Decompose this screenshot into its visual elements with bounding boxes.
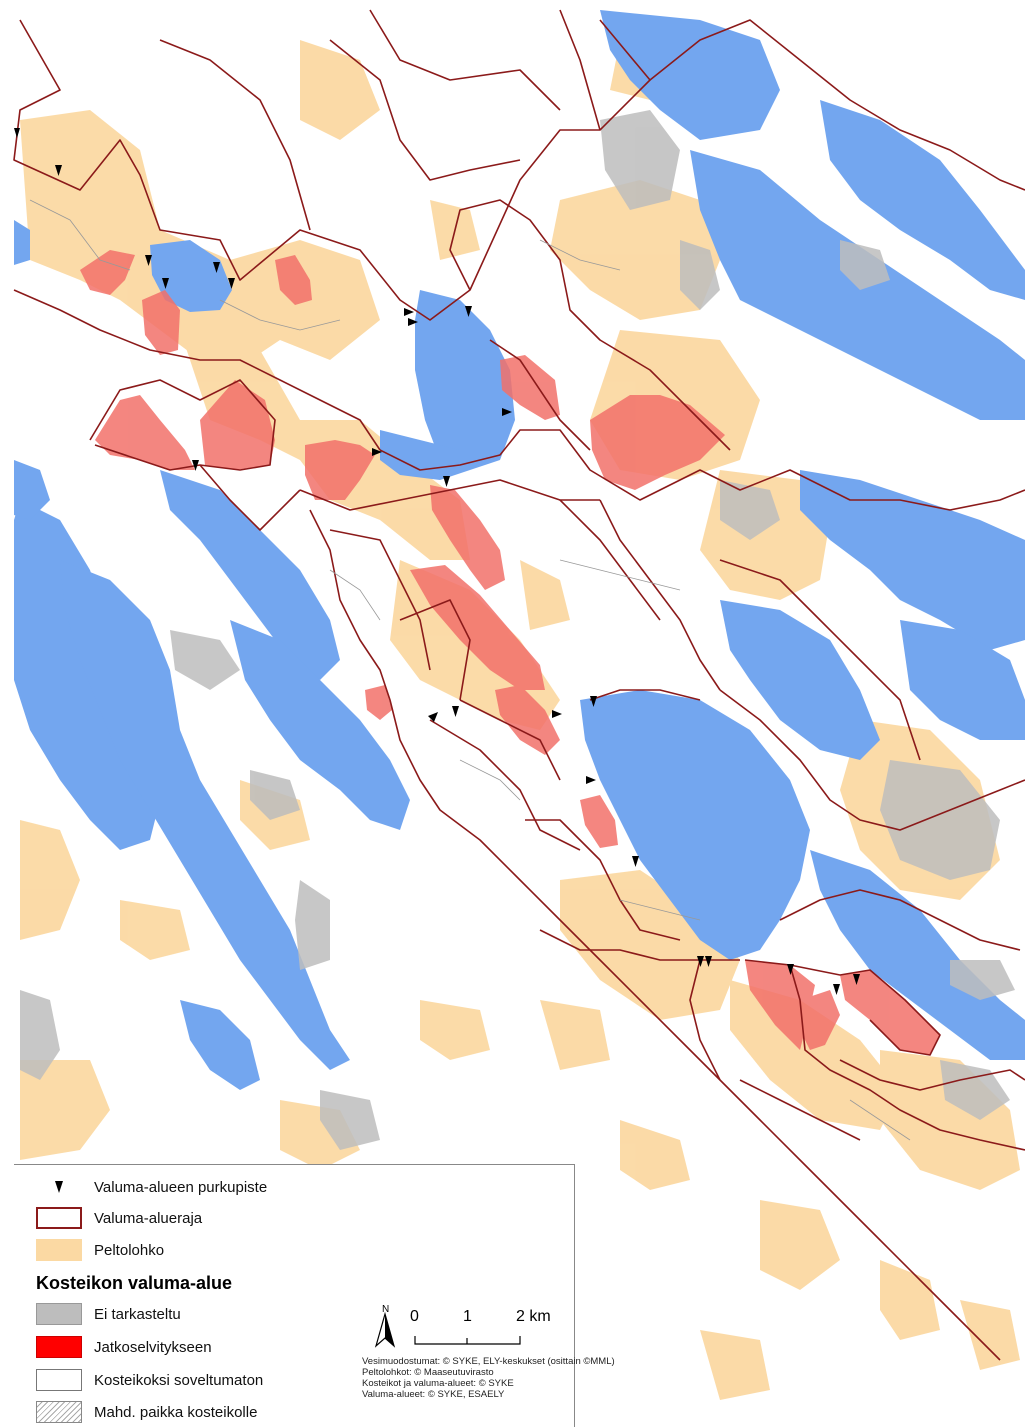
- outlet-point[interactable]: [372, 448, 382, 456]
- outlet-point[interactable]: [162, 278, 169, 289]
- field-swatch: [36, 1239, 82, 1261]
- outlet-point[interactable]: [586, 776, 596, 784]
- credit-line: Vesimuodostumat: © SYKE, ELY-keskukset (…: [362, 1356, 615, 1367]
- subcatchment-lines: [29, 199, 911, 1141]
- outlet-point[interactable]: [443, 476, 450, 487]
- outlet-point[interactable]: [465, 306, 472, 317]
- outlet-point[interactable]: [404, 308, 414, 316]
- wetland-red-layer: [80, 250, 940, 1055]
- outlet-point[interactable]: [502, 408, 512, 416]
- outlet-point[interactable]: [192, 460, 199, 471]
- legend-outlet-label: Valuma-alueen purkupiste: [94, 1178, 268, 1196]
- unsuitable-swatch: [36, 1369, 82, 1391]
- legend-row-boundary: Valuma-alueraja: [36, 1206, 202, 1230]
- possible-site-swatch: [36, 1401, 82, 1423]
- legend-unsuitable-label: Kosteikoksi soveltumaton: [94, 1371, 264, 1389]
- outlet-point[interactable]: [705, 956, 712, 967]
- outlet-point[interactable]: [228, 278, 235, 289]
- credit-line: Peltolohkot: © Maaseutuvirasto: [362, 1367, 494, 1378]
- map-credits: Vesimuodostumat: © SYKE, ELY-keskukset (…: [362, 1356, 615, 1400]
- outlet-point[interactable]: [590, 696, 597, 707]
- further-study-swatch: [36, 1336, 82, 1358]
- outlet-point[interactable]: [552, 710, 562, 718]
- legend-field-label: Peltolohko: [94, 1241, 165, 1259]
- scale-tick-0: 0: [410, 1308, 419, 1325]
- outlet-points: [14, 128, 860, 995]
- north-arrow-fill: [385, 1314, 394, 1346]
- not-examined-layer: [20, 110, 1015, 1150]
- boundary-swatch: [36, 1207, 82, 1229]
- outlet-point[interactable]: [145, 255, 152, 266]
- legend-row-possible-site: Mahd. paikka kosteikolle: [36, 1400, 257, 1424]
- outlet-point[interactable]: [452, 706, 459, 717]
- scale-line: [414, 1336, 521, 1345]
- scale-bar-graphic: N: [374, 1304, 521, 1348]
- outlet-point[interactable]: [428, 712, 438, 722]
- not-examined-swatch: [36, 1303, 82, 1325]
- scale-tick-1: 1: [463, 1308, 472, 1325]
- scale-bar: N 0 1 2 km: [360, 1300, 590, 1360]
- legend-heading: Kosteikon valuma-alue: [36, 1273, 233, 1293]
- legend-row-field: Peltolohko: [36, 1238, 164, 1262]
- legend-row-outlet: Valuma-alueen purkupiste: [36, 1175, 267, 1199]
- legend-row-further-study: Jatkoselvitykseen: [36, 1335, 212, 1359]
- outlet-point[interactable]: [697, 956, 704, 967]
- legend-boundary-label: Valuma-alueraja: [94, 1209, 203, 1227]
- outlet-point[interactable]: [213, 262, 220, 273]
- credit-line: Valuma-alueet: © SYKE, ESAELY: [362, 1389, 505, 1400]
- outlet-point[interactable]: [14, 128, 20, 138]
- legend-panel: Valuma-alueen purkupiste Valuma-alueraja…: [14, 1164, 575, 1427]
- legend-further-study-label: Jatkoselvitykseen: [94, 1338, 212, 1356]
- outlet-point[interactable]: [833, 984, 840, 995]
- scale-tick-2: 2 km: [516, 1308, 551, 1325]
- outlet-point[interactable]: [853, 974, 860, 985]
- credit-line: Kosteikot ja valuma-alueet: © SYKE: [362, 1378, 514, 1389]
- outlet-point[interactable]: [55, 165, 62, 176]
- north-letter: N: [382, 1304, 389, 1315]
- outlet-point[interactable]: [408, 318, 418, 326]
- legend-row-unsuitable: Kosteikoksi soveltumaton: [36, 1368, 263, 1392]
- boundary-layer: [13, 9, 1025, 1361]
- legend-possible-site-label: Mahd. paikka kosteikolle: [94, 1403, 258, 1421]
- outlet-point[interactable]: [787, 964, 794, 975]
- legend-not-examined-label: Ei tarkasteltu: [94, 1305, 181, 1323]
- legend-row-not-examined: Ei tarkasteltu: [36, 1302, 181, 1326]
- outlet-triangle-icon: [36, 1179, 82, 1195]
- outlet-point[interactable]: [632, 856, 639, 867]
